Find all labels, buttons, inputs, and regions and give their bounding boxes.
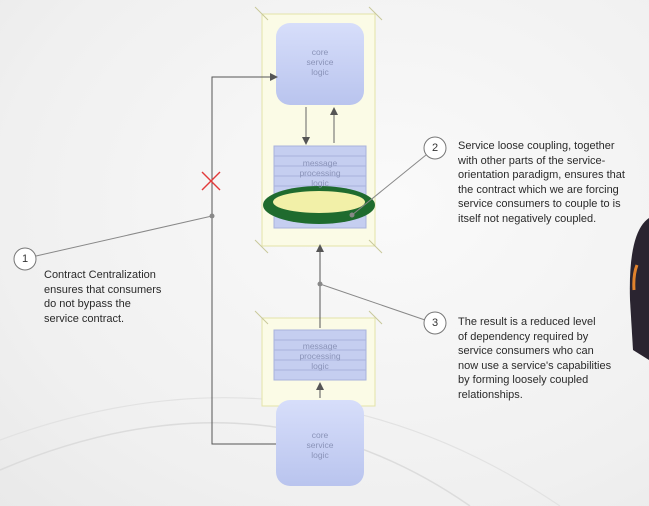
callout-line: orientation paradigm, ensures that: [458, 169, 625, 181]
box-text-line: logic: [311, 67, 329, 77]
decorative-arc: [0, 421, 471, 506]
callout-3-text: The result is a reduced level of depende…: [458, 315, 611, 402]
callout-2-number: 2: [431, 142, 439, 154]
bypass-path: [211, 76, 276, 445]
callout-2-circle: [423, 136, 447, 160]
blocked-x-mark: [201, 171, 221, 191]
callout-line: with other parts of the service-: [458, 154, 606, 167]
lower-message-processing-label: message processing logic: [274, 341, 366, 371]
callout-line: service contract.: [44, 312, 125, 325]
callout-3-number: 3: [431, 317, 439, 329]
callout-1-text: Contract Centralization ensures that con…: [44, 268, 161, 326]
box-text-line: logic: [311, 450, 329, 460]
callout-line: Service loose coupling, together: [458, 140, 615, 152]
callout-line: The result is a reduced level: [458, 316, 596, 328]
callout-line: do not bypass the: [44, 298, 131, 310]
box-text-line: core: [311, 430, 329, 440]
box-text-line: processing: [299, 351, 341, 361]
box-text-line: service: [306, 57, 334, 67]
callout-line: service consumers who can: [458, 345, 594, 357]
callout-1-number: 1: [21, 253, 29, 265]
callout-line: ensures that consumers: [44, 283, 162, 296]
callout-line: relationships.: [458, 388, 523, 401]
callout-line: the contract which we are forcing: [458, 183, 619, 196]
box-text-line: processing: [299, 168, 341, 178]
callout-3-leader: [319, 283, 426, 321]
callout-line: by forming loosely coupled: [458, 374, 589, 386]
box-text-line: logic: [311, 361, 329, 371]
box-text-line: logic: [311, 178, 329, 188]
callout-2-text: Service loose coupling, together with ot…: [458, 139, 625, 226]
lower-core-logic-box: [276, 400, 364, 486]
presenter-shoulder-highlight: [632, 264, 639, 291]
upper-message-processing-label: message processing logic: [274, 158, 366, 188]
upper-core-logic-label: core service logic: [276, 47, 364, 77]
callout-line: now use a service's capabilities: [458, 359, 612, 372]
box-text-line: service: [306, 440, 334, 450]
callout-line: service consumers to couple to is: [458, 198, 621, 210]
callout-3-circle: [423, 311, 447, 335]
box-text-line: message: [302, 158, 338, 168]
bypass-arrowhead: [270, 73, 278, 81]
presenter-silhouette: [629, 218, 649, 360]
box-text-line: core: [311, 47, 329, 57]
callout-line: Contract Centralization: [44, 269, 156, 281]
lower-core-logic-label: core service logic: [276, 430, 364, 460]
callout-line: itself not negatively coupled.: [458, 212, 597, 225]
callout-2-leader: [351, 154, 427, 216]
service-contract-ring: [263, 186, 375, 224]
upper-core-logic-box: [276, 23, 364, 105]
lower-message-stack: [273, 329, 367, 381]
callout-line: of dependency required by: [458, 330, 589, 343]
callout-1-circle: [13, 247, 37, 271]
callout-1-leader: [35, 215, 213, 257]
box-text-line: message: [302, 341, 338, 351]
